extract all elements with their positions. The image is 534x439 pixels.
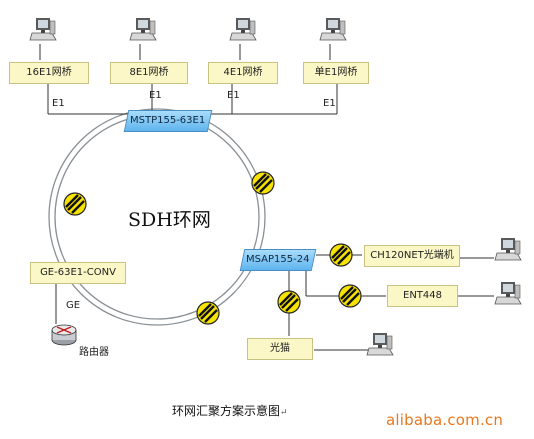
ring-outer bbox=[48, 108, 266, 326]
mstp-node: MSTP155-63E1 bbox=[123, 110, 213, 132]
router-icon bbox=[51, 324, 77, 346]
bridge-8e1: 8E1网桥 bbox=[110, 62, 188, 84]
e1-label: E1 bbox=[52, 98, 65, 109]
computer-icon bbox=[319, 17, 347, 41]
computer-icon bbox=[29, 17, 57, 41]
e1-label: E1 bbox=[149, 90, 162, 101]
bridge-16e1: 16E1网桥 bbox=[9, 62, 89, 84]
bridge-4e1: 4E1网桥 bbox=[208, 62, 278, 84]
converter-icon bbox=[328, 242, 354, 268]
computer-icon bbox=[494, 281, 522, 305]
bridge-single-e1: 单E1网桥 bbox=[303, 62, 369, 84]
e1-label: E1 bbox=[323, 98, 336, 109]
device-modem: 光猫 bbox=[247, 338, 313, 360]
device-ch120net: CH120NET光端机 bbox=[364, 245, 460, 267]
e1-label: E1 bbox=[227, 90, 240, 101]
device-ent448: ENT448 bbox=[387, 285, 458, 307]
ge-converter: GE-63E1-CONV bbox=[30, 262, 126, 284]
diagram-caption: 环网汇聚方案示意图↵ bbox=[172, 404, 288, 418]
watermark: alibaba.com.cn bbox=[386, 411, 504, 429]
ge-label: GE bbox=[66, 300, 81, 311]
converter-icon bbox=[337, 283, 363, 309]
converter-icon bbox=[250, 170, 276, 196]
converter-icon bbox=[62, 191, 88, 217]
msap-node: MSAP155-24 bbox=[239, 249, 317, 271]
converter-icon bbox=[276, 289, 302, 315]
computer-icon bbox=[229, 17, 257, 41]
converter-icon bbox=[195, 300, 221, 326]
computer-icon bbox=[129, 17, 157, 41]
ring-label: SDH环网 bbox=[128, 209, 211, 231]
computer-icon bbox=[494, 237, 522, 261]
computer-icon bbox=[366, 332, 394, 356]
router-label: 路由器 bbox=[79, 347, 109, 358]
